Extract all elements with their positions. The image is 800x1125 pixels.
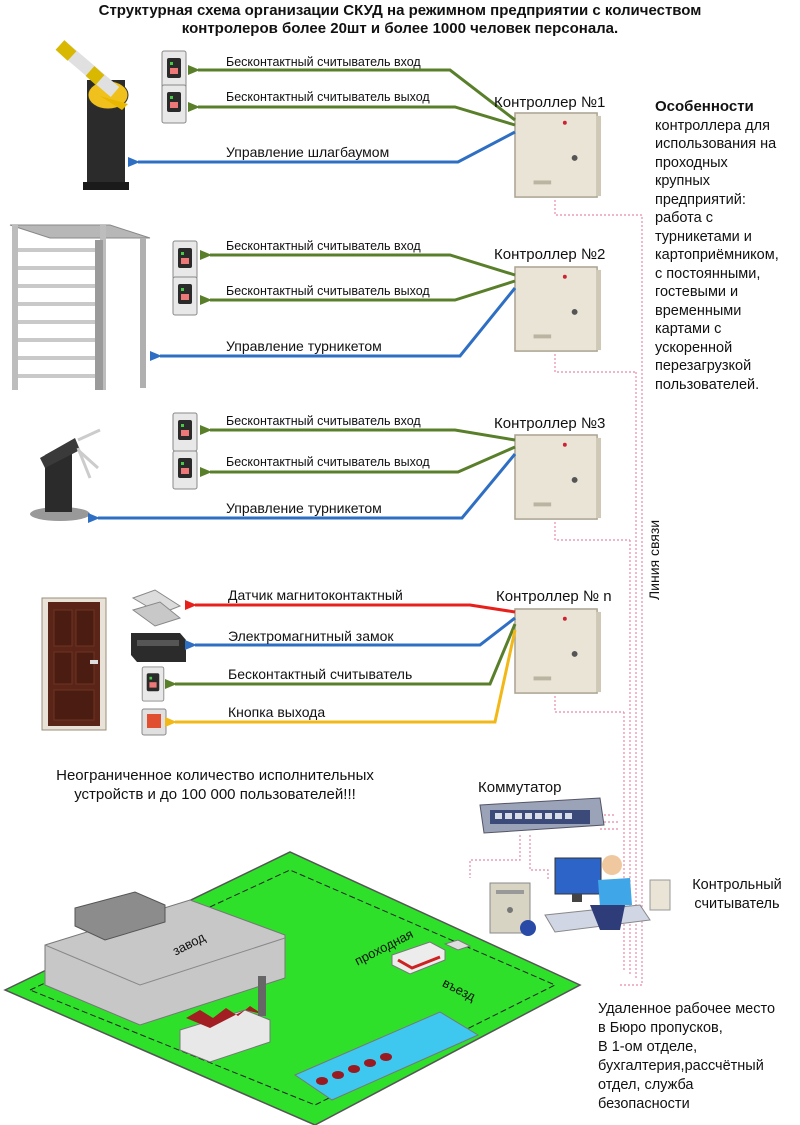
electromagnetic-lock-image: [131, 633, 186, 662]
label-reader-entry-1: Бесконтактный считыватель вход: [226, 55, 421, 69]
barrier-image: [55, 40, 129, 190]
office-line: Удаленное рабочее место: [598, 1001, 776, 1017]
label-reader-exit-2: Бесконтактный считыватель выход: [226, 284, 430, 298]
line-reader-entry-1: [188, 65, 516, 122]
magnetic-sensor-image: [131, 589, 182, 627]
label-reader-exit-3: Бесконтактный считыватель выход: [226, 455, 430, 469]
capacity-note: Неограниченное количество исполнительных…: [30, 766, 400, 804]
controller-n-title: Контроллер № n: [496, 588, 612, 605]
workstation-image: [489, 855, 651, 936]
network-switch-image: [479, 797, 605, 834]
office-line: безопасности: [598, 1096, 690, 1112]
controller-3-box: [514, 434, 602, 520]
reader-entry-1-image: [161, 50, 187, 90]
controller-features: Особенности контроллера для использовани…: [655, 98, 800, 394]
comm-line-label: Линия связи: [646, 519, 662, 600]
line-reader-entry-2: [200, 250, 516, 277]
control-reader-label: Контрольный считыватель: [682, 876, 792, 914]
label-exit-button: Кнопка выхода: [228, 704, 326, 720]
features-line: турникетами и: [655, 228, 752, 245]
label-reader-entry-3: Бесконтактный считыватель вход: [226, 414, 421, 428]
features-line: работа с: [655, 210, 713, 226]
label-reader-entry-2: Бесконтактный считыватель вход: [226, 239, 421, 253]
capacity-note-line-2: устройств и до 100 000 пользователей!!!: [74, 786, 356, 803]
controller-3-title: Контроллер №3: [494, 415, 606, 432]
full-turnstile-image: [9, 224, 151, 390]
line-exit-button: [165, 629, 517, 727]
line-lock: [185, 616, 516, 650]
reader-entry-3-image: [172, 412, 198, 452]
remote-workplace-text: Удаленное рабочее место в Бюро пропусков…: [598, 1000, 800, 1114]
label-reader-exit-1: Бесконтактный считыватель выход: [226, 90, 430, 104]
features-line: временными: [655, 302, 742, 319]
label-turnstile-control-3: Управление турникетом: [226, 500, 382, 516]
reader-exit-2-image: [172, 276, 198, 316]
comm-line: [469, 200, 643, 986]
features-line: пользователей.: [655, 376, 760, 393]
line-turnstile-control-3: [88, 453, 517, 523]
features-line: гостевыми и: [655, 284, 739, 300]
controller-1-title: Контроллер №1: [494, 94, 606, 111]
line-reader-4: [165, 623, 517, 689]
reader-entry-2-image: [172, 240, 198, 280]
label-magnetic-sensor: Датчик магнитоконтактный: [228, 587, 403, 603]
diagram-title: Структурная схема организации СКУД на ре…: [40, 2, 760, 38]
features-line: с постоянными,: [655, 265, 761, 282]
office-line: В 1-ом отделе,: [598, 1039, 698, 1055]
facility-map: [3, 851, 582, 1125]
features-heading: Особенности: [655, 98, 754, 115]
features-line: использования на: [655, 136, 777, 152]
reader-exit-1-image: [161, 84, 187, 124]
label-barrier-control: Управление шлагбаумом: [226, 144, 390, 160]
control-reader-line-2: считыватель: [694, 896, 780, 912]
line-turnstile-control-2: [150, 287, 517, 361]
line-sensor: [185, 600, 516, 614]
reader-exit-3-image: [172, 450, 198, 490]
controller-2-box: [514, 266, 602, 352]
label-electromagnetic-lock: Электромагнитный замок: [228, 628, 394, 644]
line-reader-exit-2: [200, 279, 516, 305]
door-image: [41, 597, 107, 731]
line-reader-exit-1: [188, 102, 516, 127]
office-line: бухгалтерия,рассчётный: [598, 1058, 764, 1074]
label-turnstile-control-2: Управление турникетом: [226, 338, 382, 354]
line-reader-entry-3: [200, 425, 516, 442]
line-barrier-control: [128, 130, 516, 167]
features-line: крупных: [655, 173, 711, 189]
features-line: контроллера для: [655, 117, 770, 134]
switch-label: Коммутатор: [478, 779, 562, 796]
features-line: предприятий:: [655, 191, 746, 208]
capacity-note-line-1: Неограниченное количество исполнительных: [56, 767, 374, 784]
controller-2-title: Контроллер №2: [494, 246, 606, 263]
title-line-1: Структурная схема организации СКУД на ре…: [98, 2, 702, 19]
features-line: ускоренной: [655, 339, 733, 356]
exit-button-image: [141, 708, 167, 736]
office-line: в Бюро пропусков,: [598, 1020, 723, 1036]
features-line: перезагрузкой: [655, 358, 752, 374]
controller-1-box: [514, 112, 602, 198]
features-line: картоприёмником,: [655, 247, 779, 263]
label-reader-4: Бесконтактный считыватель: [228, 666, 413, 682]
line-reader-exit-3: [200, 445, 516, 477]
features-line: проходных: [655, 154, 728, 171]
office-line: отдел, служба: [598, 1077, 694, 1093]
controller-n-box: [514, 608, 602, 694]
features-line: картами с: [655, 321, 722, 337]
title-line-2: контролеров более 20шт и более 1000 чело…: [181, 20, 619, 37]
control-reader-image: [649, 879, 671, 911]
tripod-turnstile-image: [30, 428, 101, 521]
reader-4-image: [141, 666, 165, 702]
control-reader-line-1: Контрольный: [692, 877, 782, 893]
